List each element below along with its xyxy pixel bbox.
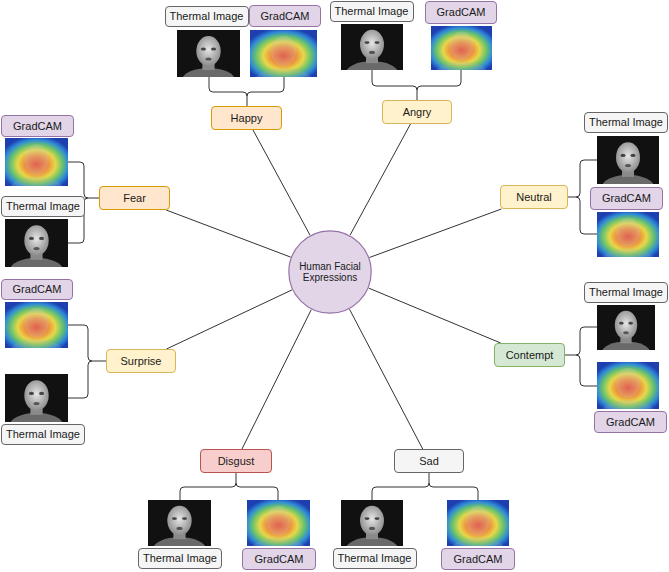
image-label: GradCAM (594, 411, 667, 433)
node-label: Thermal Image (170, 10, 244, 23)
node-label: GradCAM (13, 120, 62, 133)
image-label: GradCAM (425, 1, 497, 24)
connector-line (166, 290, 292, 349)
node-label: Thermal Image (6, 200, 80, 213)
image-label: Thermal Image (584, 282, 668, 303)
node-label: Fear (123, 192, 146, 205)
expression-box: Contempt (494, 343, 565, 367)
bracket (68, 325, 106, 398)
image-label: Thermal Image (333, 548, 417, 569)
connector-line (349, 309, 422, 449)
bracket (180, 473, 278, 500)
connector-line (350, 124, 410, 235)
node-label: Angry (403, 106, 432, 119)
expression-box: Fear (99, 186, 170, 210)
node-label: Disgust (218, 455, 255, 468)
connector-line (369, 288, 501, 343)
image-label: GradCAM (1, 279, 73, 300)
face-images (5, 24, 659, 561)
node-label: Thermal Image (335, 5, 409, 18)
thermal-image (5, 219, 68, 282)
image-label: Thermal Image (1, 196, 85, 217)
node-label: Happy (231, 112, 263, 125)
expression-box: Angry (382, 100, 452, 124)
image-label: GradCAM (590, 187, 663, 210)
image-label: Thermal Image (330, 1, 414, 22)
node-label: GradCAM (261, 10, 310, 23)
node-label: GradCAM (602, 192, 651, 205)
gradcam-image (5, 302, 68, 363)
expression-box: Surprise (106, 349, 176, 373)
node-label: Thermal Image (143, 552, 217, 565)
brackets (68, 70, 597, 500)
node-label: GradCAM (255, 553, 304, 566)
thermal-image (597, 305, 655, 364)
node-label: GradCAM (606, 416, 655, 429)
expression-box: Happy (211, 106, 282, 130)
connector-line (166, 210, 291, 257)
image-label: GradCAM (249, 5, 321, 27)
node-label: Thermal Image (589, 116, 663, 129)
connector-line (242, 310, 311, 449)
connector-line (253, 130, 310, 235)
bracket (565, 327, 597, 386)
node-label: Thermal Image (589, 286, 663, 299)
image-label: GradCAM (242, 548, 316, 570)
bracket (209, 77, 284, 106)
node-label: Surprise (121, 355, 162, 368)
image-label: Thermal Image (165, 6, 249, 27)
bracket (372, 70, 461, 100)
gradcam-image (5, 138, 68, 201)
center-circle: Human Facial Expressions (288, 230, 372, 314)
expression-box: Neutral (500, 185, 568, 209)
expression-box: Disgust (200, 449, 272, 473)
bracket (372, 473, 478, 500)
image-label: GradCAM (441, 548, 515, 570)
center-label: Human Facial Expressions (299, 261, 361, 284)
image-label: Thermal Image (584, 112, 668, 133)
node-label: Thermal Image (6, 428, 80, 441)
node-label: Contempt (506, 349, 554, 362)
image-label: Thermal Image (1, 424, 85, 445)
expression-box: Sad (394, 449, 464, 473)
node-label: Neutral (516, 191, 551, 204)
node-label: GradCAM (454, 553, 503, 566)
connector-line (369, 209, 501, 258)
gradcam-image (597, 212, 659, 271)
image-label: GradCAM (1, 115, 74, 137)
node-label: GradCAM (437, 6, 486, 19)
node-label: GradCAM (13, 283, 62, 296)
node-label: Thermal Image (338, 552, 412, 565)
node-label: Sad (419, 455, 439, 468)
image-label: Thermal Image (138, 548, 222, 569)
